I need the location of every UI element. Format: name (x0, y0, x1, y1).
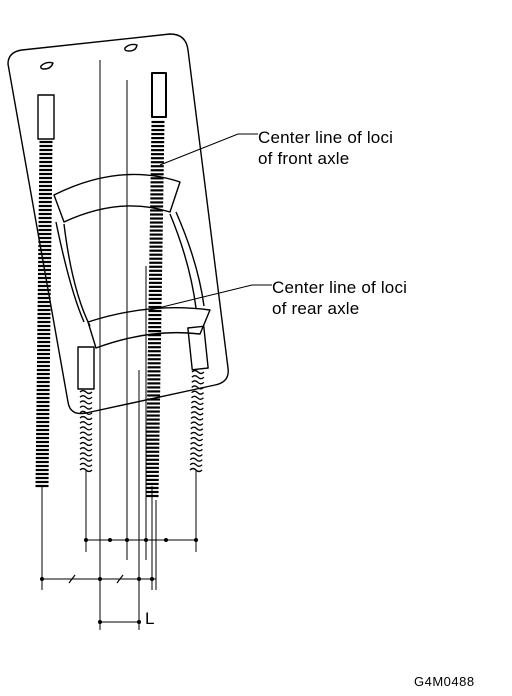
tread-mark (79, 452, 93, 457)
tread-mark (191, 369, 205, 375)
right-swing-arc (175, 211, 205, 307)
rear-callout-line1: Center line of loci (272, 278, 408, 297)
tread-mark (189, 462, 203, 467)
dimension-dot (137, 620, 141, 624)
tread-mark (190, 436, 204, 442)
dimension-dot (98, 577, 102, 581)
front-right-tread-track (145, 120, 165, 498)
tread-mark (79, 436, 93, 441)
tread-mark (79, 410, 93, 415)
vehicle-body-outline (7, 33, 229, 415)
tread-mark (79, 441, 93, 447)
tread-mark (191, 385, 205, 390)
dimension-dot (164, 538, 168, 542)
dimension-slash (68, 574, 76, 584)
tread-mark (79, 415, 93, 421)
tread-mark (191, 380, 205, 385)
tread-mark (191, 375, 205, 380)
dimension-dot (150, 577, 154, 581)
tread-mark (79, 462, 93, 467)
tread-mark (190, 431, 204, 437)
left-swing-arc (55, 221, 85, 323)
dimension-dot (84, 538, 88, 542)
rear-callout-leader (149, 284, 272, 311)
dimension-ticks (40, 538, 198, 624)
front-callout-leader (159, 133, 258, 166)
mount-hole-right (124, 43, 138, 52)
dimension-dot (144, 538, 148, 542)
front-axle-callout: Center line of loci of front axle (258, 127, 393, 169)
rear-axle-callout: Center line of loci of rear axle (272, 277, 407, 319)
rear-right-tread-track (189, 369, 205, 473)
tread-mark (190, 421, 204, 426)
tread-mark (190, 442, 203, 447)
dimension-dot (98, 620, 102, 624)
dimension-l-label: L (145, 609, 155, 628)
dimension-dot (137, 577, 141, 581)
tread-mark (79, 389, 93, 395)
tread-mark (191, 395, 204, 400)
tread-mark (79, 395, 93, 400)
rear-left-tread-track (79, 389, 93, 473)
front-callout-line2: of front axle (258, 149, 350, 168)
tread-mark (190, 400, 204, 406)
front-axle-loci-band (53, 173, 181, 223)
rear-left-wheel (77, 346, 95, 390)
tread-mark (79, 405, 93, 410)
tread-mark (79, 421, 93, 426)
mount-hole-left (40, 61, 54, 70)
tread-mark (190, 405, 204, 411)
tread-mark (190, 426, 204, 431)
tire-tread-tracks (35, 120, 205, 498)
tread-mark (79, 447, 93, 452)
tread-mark (189, 457, 203, 462)
tread-mark (190, 416, 204, 421)
front-left-tread-track (35, 140, 53, 488)
dimension-dot (40, 577, 44, 581)
figure-code: G4M0488 (414, 674, 475, 689)
tread-mark (79, 431, 93, 436)
left-swing-arc-inner (63, 223, 91, 327)
tread-mark (189, 447, 203, 452)
front-right-wheel (151, 72, 167, 118)
tread-mark (79, 400, 93, 405)
rear-callout-line2: of rear axle (272, 299, 360, 318)
rear-right-wheel (187, 325, 209, 371)
tread-mark (79, 457, 93, 462)
dimension-slash (116, 574, 124, 584)
dimension-dot (125, 538, 129, 542)
front-left-wheel (37, 94, 55, 140)
front-callout-line1: Center line of loci (258, 128, 394, 147)
dimension-dot (194, 538, 198, 542)
dimension-dot (108, 538, 112, 542)
tread-mark (190, 411, 204, 416)
tread-mark (191, 390, 205, 395)
tread-mark (79, 426, 93, 431)
tread-mark (189, 452, 203, 457)
